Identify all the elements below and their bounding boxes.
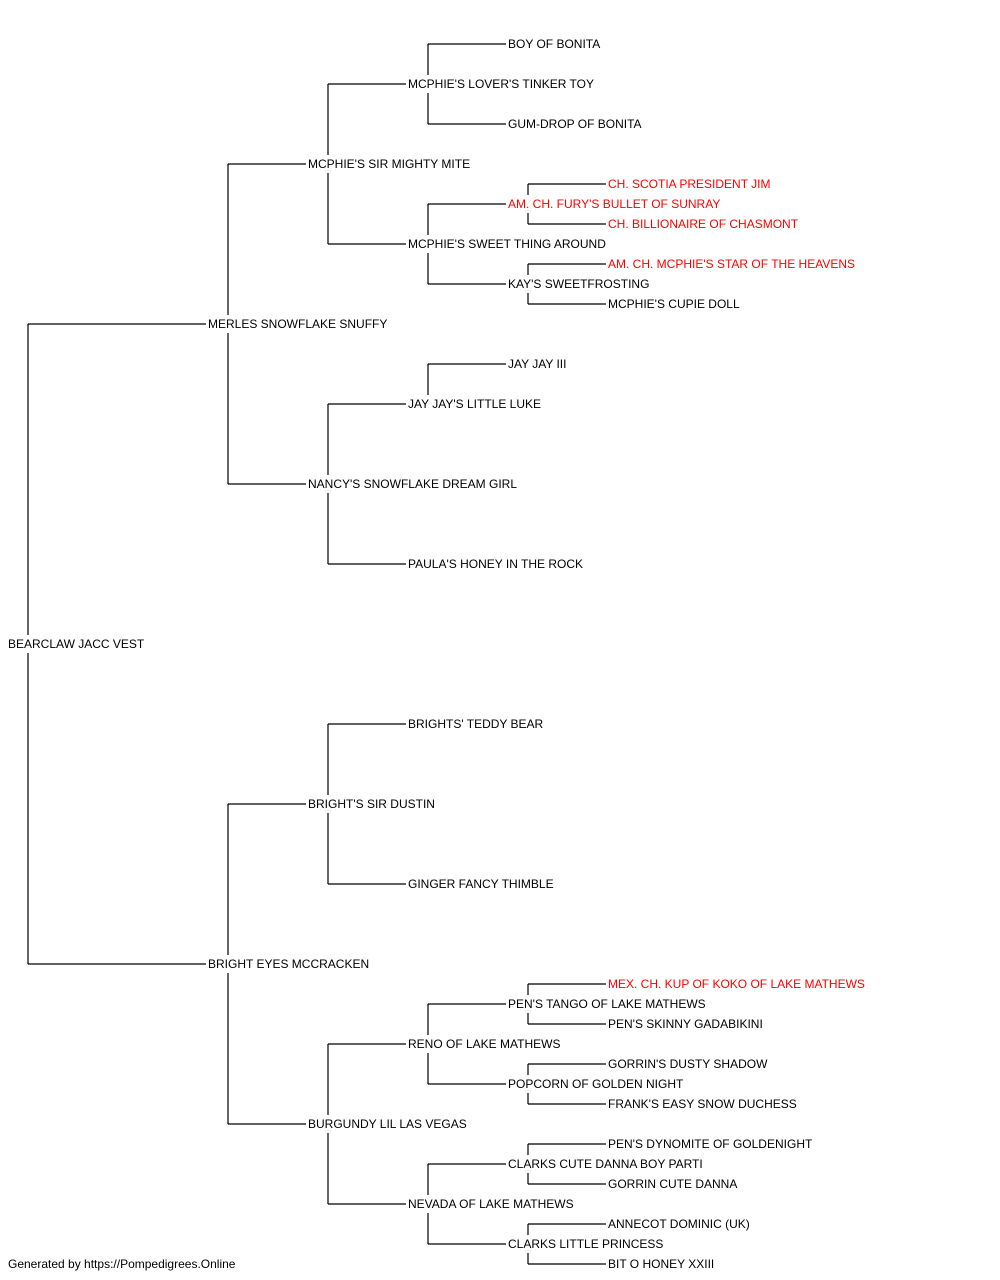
ancestor-name: PEN'S DYNOMITE OF GOLDENIGHT (608, 1137, 815, 1151)
ancestor-name: AM. CH. MCPHIE'S STAR OF THE HEAVENS (608, 257, 857, 271)
subject-dog-name: BEARCLAW JACC VEST (8, 637, 147, 651)
ancestor-name: MCPHIE'S SWEET THING AROUND (408, 237, 608, 251)
ancestor-name: AM. CH. FURY'S BULLET OF SUNRAY (508, 197, 723, 211)
ancestor-name: BRIGHT EYES MCCRACKEN (208, 957, 372, 971)
ancestor-name: POPCORN OF GOLDEN NIGHT (508, 1077, 686, 1091)
ancestor-name: GUM-DROP OF BONITA (508, 117, 644, 131)
ancestor-name: GORRIN'S DUSTY SHADOW (608, 1057, 770, 1071)
ancestor-name: PEN'S TANGO OF LAKE MATHEWS (508, 997, 708, 1011)
ancestor-name: GINGER FANCY THIMBLE (408, 877, 556, 891)
ancestor-name: CLARKS LITTLE PRINCESS (508, 1237, 666, 1251)
ancestor-name: BIT O HONEY XXIII (608, 1257, 717, 1271)
ancestor-name: BRIGHTS' TEDDY BEAR (408, 717, 546, 731)
ancestor-name: KAY'S SWEETFROSTING (508, 277, 652, 291)
ancestor-name: CH. SCOTIA PRESIDENT JIM (608, 177, 773, 191)
ancestor-name: MCPHIE'S LOVER'S TINKER TOY (408, 77, 596, 91)
ancestor-name: JAY JAY III (508, 357, 569, 371)
ancestor-name: GORRIN CUTE DANNA (608, 1177, 740, 1191)
ancestor-name: JAY JAY'S LITTLE LUKE (408, 397, 544, 411)
ancestor-name: MERLES SNOWFLAKE SNUFFY (208, 317, 390, 331)
ancestor-name: NEVADA OF LAKE MATHEWS (408, 1197, 576, 1211)
footer-credit: Generated by https://Pompedigrees.Online (8, 1257, 236, 1271)
ancestor-name: BOY OF BONITA (508, 37, 603, 51)
ancestor-name: PEN'S SKINNY GADABIKINI (608, 1017, 765, 1031)
ancestor-name: NANCY'S SNOWFLAKE DREAM GIRL (308, 477, 519, 491)
ancestor-name: ANNECOT DOMINIC (UK) (608, 1217, 752, 1231)
ancestor-name: BURGUNDY LIL LAS VEGAS (308, 1117, 469, 1131)
ancestor-name: MCPHIE'S SIR MIGHTY MITE (308, 157, 473, 171)
ancestor-name: CLARKS CUTE DANNA BOY PARTI (508, 1157, 705, 1171)
ancestor-name: MCPHIE'S CUPIE DOLL (608, 297, 742, 311)
ancestor-name: CH. BILLIONAIRE OF CHASMONT (608, 217, 801, 231)
ancestor-name: RENO OF LAKE MATHEWS (408, 1037, 563, 1051)
ancestor-name: MEX. CH. KUP OF KOKO OF LAKE MATHEWS (608, 977, 867, 991)
ancestor-name: BRIGHT'S SIR DUSTIN (308, 797, 437, 811)
ancestor-name: FRANK'S EASY SNOW DUCHESS (608, 1097, 799, 1111)
ancestor-name: PAULA'S HONEY IN THE ROCK (408, 557, 586, 571)
